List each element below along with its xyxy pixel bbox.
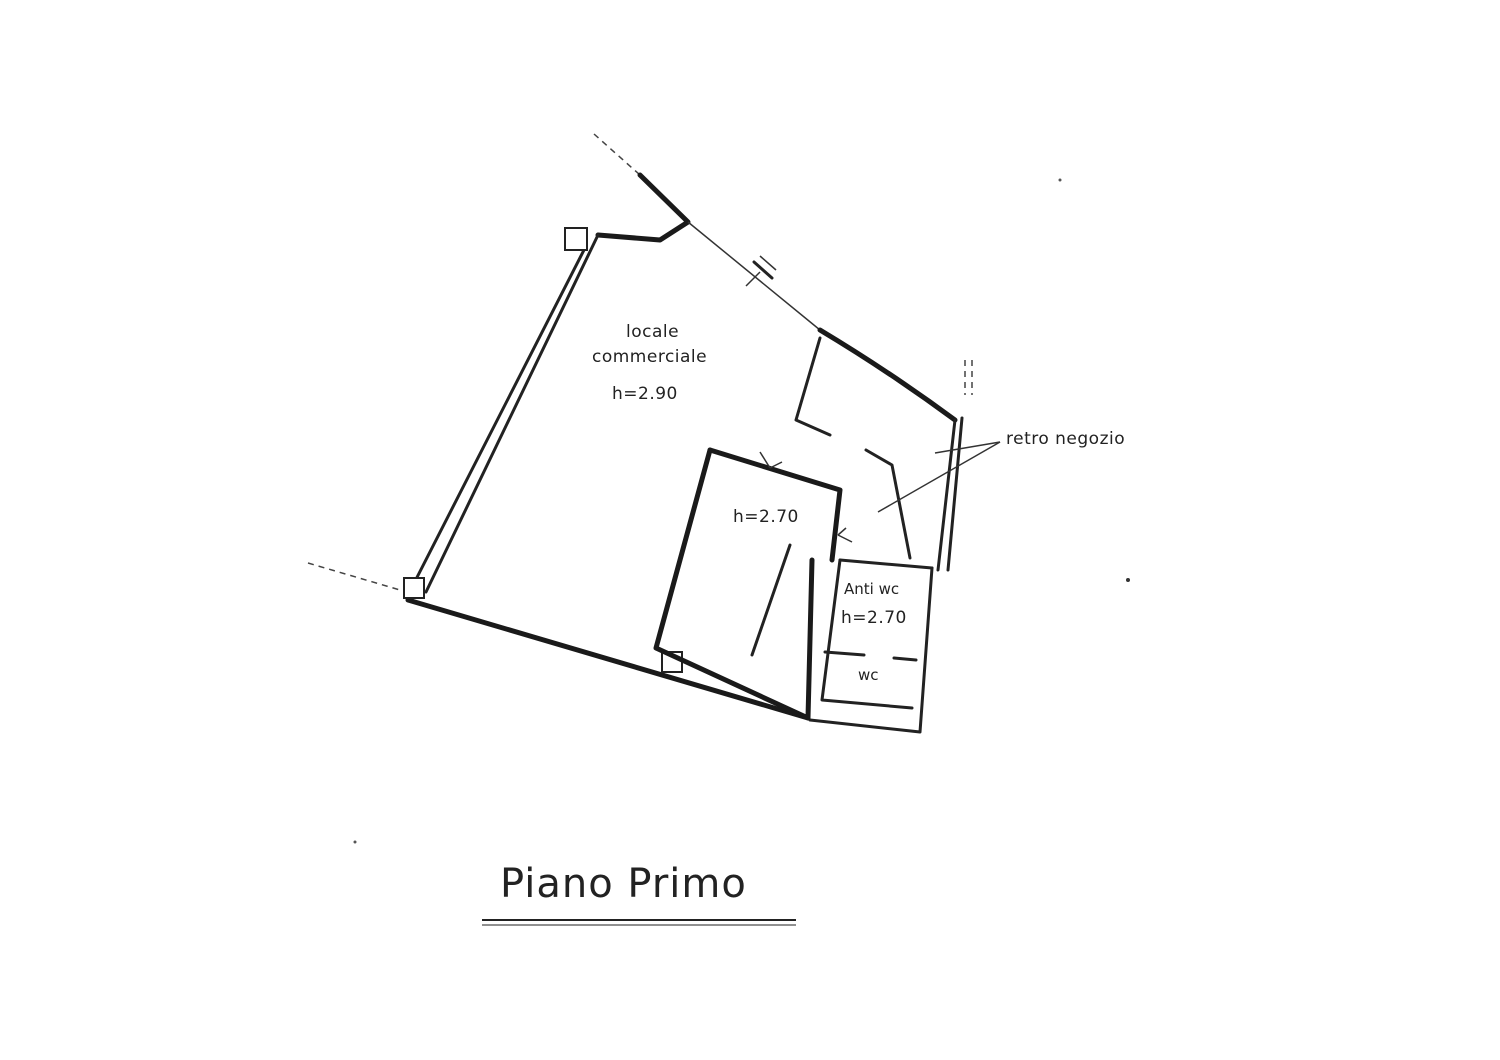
label-locale: locale — [626, 322, 679, 342]
pillars — [403, 227, 683, 673]
label-anti-wc-height: h=2.70 — [841, 608, 907, 628]
pillar — [564, 227, 588, 251]
partitions — [653, 255, 934, 721]
outer-walls — [405, 172, 964, 734]
boundary-lines — [307, 133, 973, 591]
label-wc: wc — [858, 666, 879, 684]
label-commerciale: commerciale — [592, 347, 707, 367]
label-center-height: h=2.70 — [733, 507, 799, 527]
page-title: Piano Primo — [500, 861, 747, 907]
pillar — [403, 577, 425, 599]
label-retro-negozio: retro negozio — [1006, 429, 1125, 449]
scan-marks — [353, 178, 1130, 844]
label-anti-wc: Anti wc — [844, 580, 899, 598]
retro-negozio-leader — [877, 441, 1001, 513]
label-locale-height: h=2.90 — [612, 384, 678, 404]
